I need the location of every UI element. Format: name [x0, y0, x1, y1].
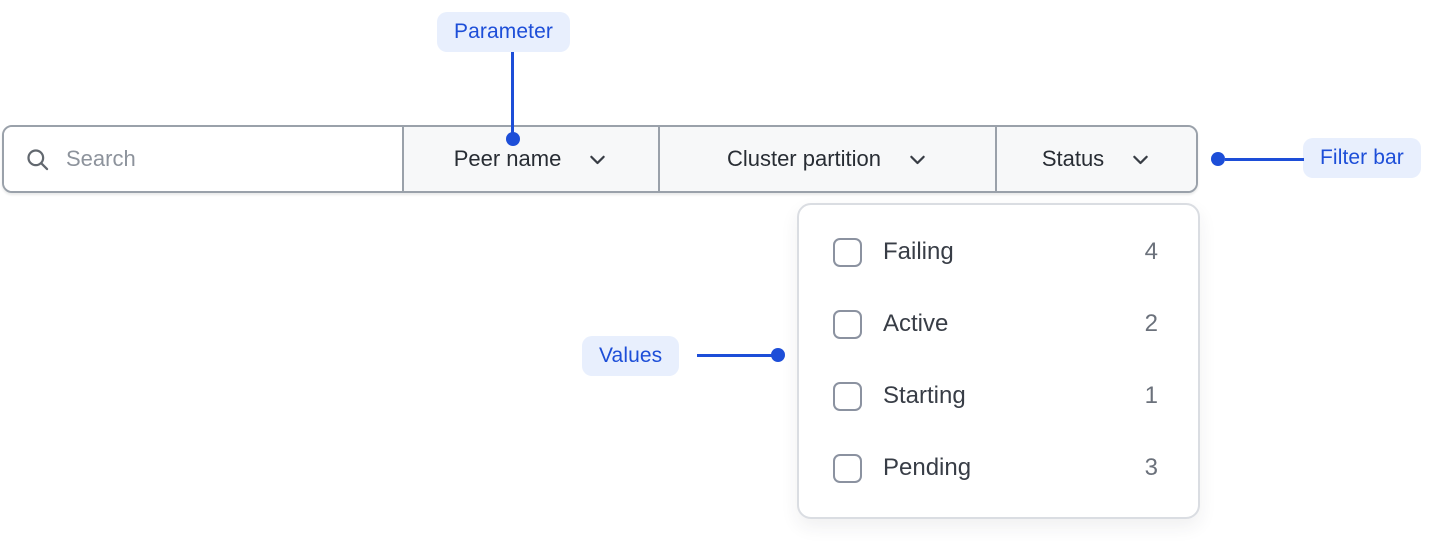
checkbox-active[interactable] [833, 309, 862, 339]
filter-bar-connector-dot [1211, 152, 1225, 166]
dropdown-status[interactable]: Status [995, 127, 1196, 191]
search-input[interactable] [66, 146, 366, 172]
status-option-label: Pending [883, 454, 972, 481]
checkbox-failing[interactable] [833, 237, 862, 267]
parameter-annotation-label: Parameter [454, 20, 553, 43]
search-field[interactable] [4, 127, 402, 191]
status-option-pending[interactable]: Pending 3 [833, 444, 1158, 492]
checkbox-pending[interactable] [833, 453, 862, 483]
filter-bar: Peer name Cluster partition Status [2, 125, 1198, 193]
checkbox-starting[interactable] [833, 381, 862, 411]
filter-bar-connector-line [1225, 158, 1304, 161]
status-option-count: 2 [1144, 310, 1158, 337]
values-annotation-badge: Values [582, 336, 680, 376]
status-option-label: Starting [883, 382, 966, 409]
dropdown-status-label: Status [1041, 146, 1105, 171]
filter-bar-annotation-label: Filter bar [1320, 146, 1404, 169]
status-option-count: 4 [1144, 238, 1158, 265]
values-annotation-label: Values [599, 344, 663, 367]
status-option-starting[interactable]: Starting 1 [833, 372, 1158, 420]
values-connector-line [697, 354, 773, 357]
parameter-annotation-badge: Parameter [437, 12, 570, 52]
search-icon [27, 148, 49, 170]
filter-bar-annotation-badge: Filter bar [1303, 138, 1421, 178]
status-option-count: 1 [1144, 382, 1158, 409]
status-option-failing[interactable]: Failing 4 [833, 228, 1158, 276]
status-dropdown-panel: Failing 4 Active 2 Starting 1 Pending 3 [797, 203, 1200, 519]
status-option-active[interactable]: Active 2 [833, 300, 1158, 348]
chevron-down-icon [1133, 155, 1148, 164]
status-option-count: 3 [1144, 454, 1158, 481]
parameter-connector-line [511, 52, 514, 134]
status-option-label: Active [883, 310, 949, 337]
dropdown-peer-name-label: Peer name [453, 146, 562, 171]
dropdown-peer-name[interactable]: Peer name [402, 127, 658, 191]
chevron-down-icon [590, 155, 606, 164]
dropdown-cluster-partition[interactable]: Cluster partition [658, 127, 995, 191]
chevron-down-icon [910, 155, 925, 164]
values-connector-dot [771, 348, 785, 362]
dropdown-cluster-partition-label: Cluster partition [726, 146, 882, 171]
parameter-connector-dot [506, 132, 520, 146]
status-option-label: Failing [883, 238, 954, 265]
